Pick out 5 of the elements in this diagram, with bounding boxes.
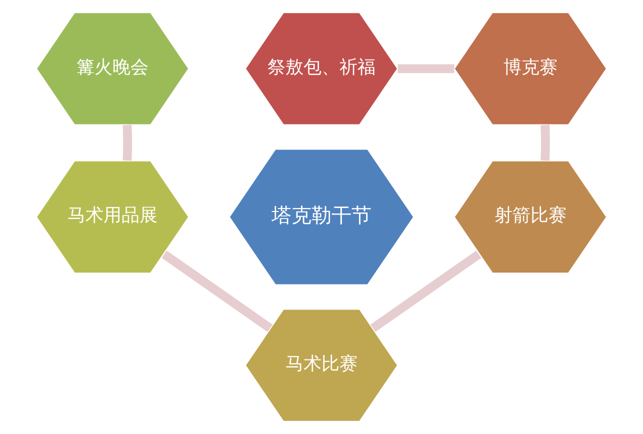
connector: [370, 250, 482, 332]
connector: [540, 124, 550, 161]
connector: [398, 64, 454, 74]
connector: [122, 124, 132, 161]
connector: [162, 250, 273, 332]
